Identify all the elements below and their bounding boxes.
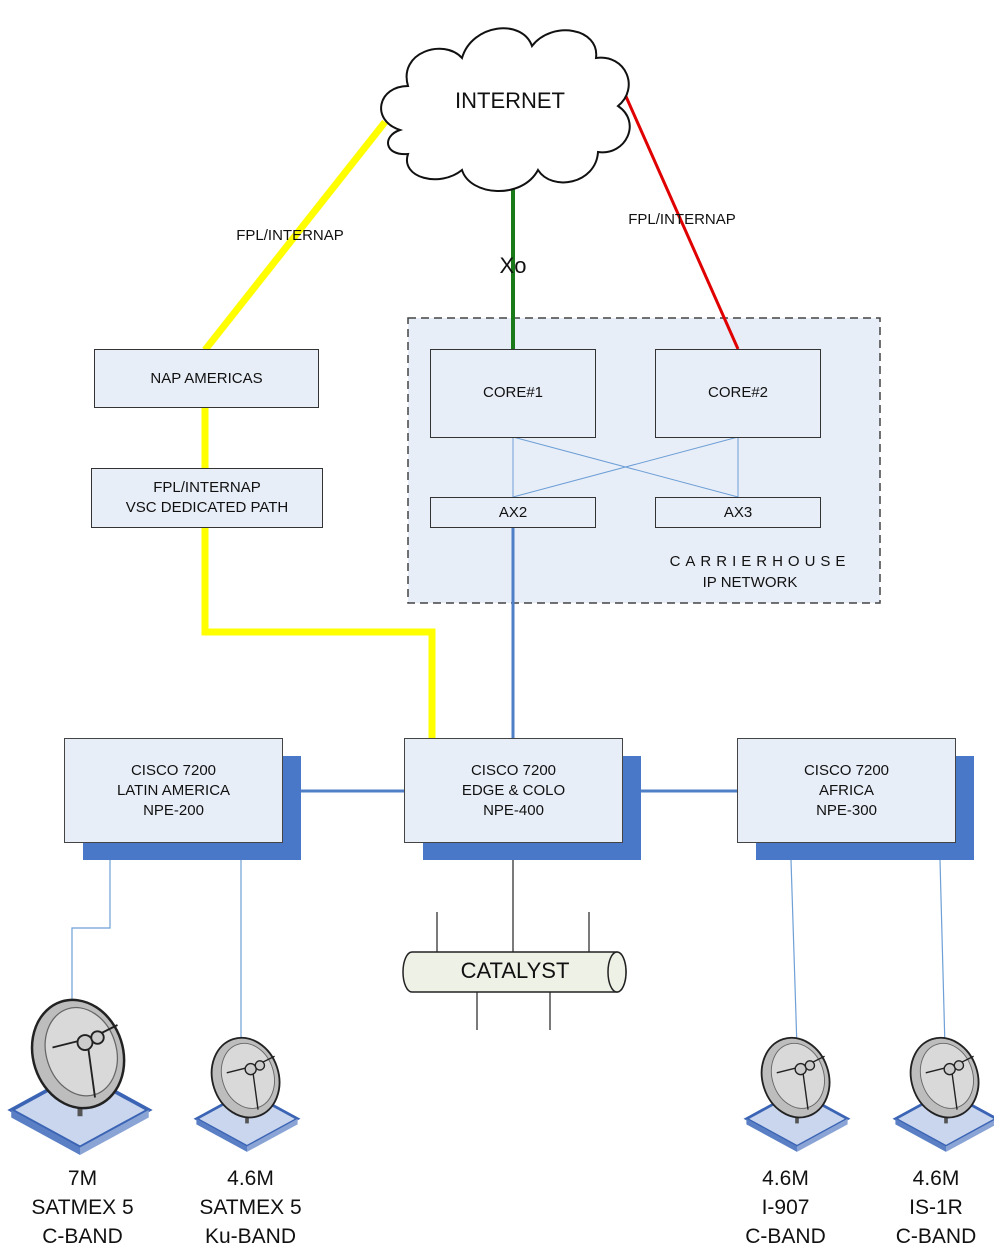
ax2-label: AX2 xyxy=(498,504,528,521)
satellite-dish-1-icon xyxy=(7,998,153,1155)
router-africa-line1: CISCO 7200 xyxy=(803,762,890,779)
satellite-dish-3-icon xyxy=(743,1036,851,1152)
router-edge-colo: CISCO 7200 EDGE & COLO NPE-400 xyxy=(404,738,623,843)
link-core2-ax2 xyxy=(512,436,739,498)
dish-1-satellite: SATMEX 5 xyxy=(31,1196,134,1219)
dish-3-labels: 4.6M I-907 C-BAND xyxy=(723,1164,848,1251)
dish-2-labels: 4.6M SATMEX 5 Ku-BAND xyxy=(178,1164,323,1251)
router-africa-line3: NPE-300 xyxy=(816,802,877,819)
router-latin-line2: LATIN AMERICA xyxy=(116,782,231,799)
dish-2-size: 4.6M xyxy=(227,1167,274,1190)
catalyst-label: CATALYST xyxy=(460,958,570,983)
satellite-dish-2-icon xyxy=(193,1036,301,1152)
vsc-path-line1: FPL/INTERNAP xyxy=(153,479,261,496)
core1-box: CORE#1 xyxy=(430,349,596,438)
yellow-link-vsc-edge xyxy=(201,528,436,738)
right-link-label: FPL/INTERNAP xyxy=(628,211,736,228)
xo-link-label: Xo xyxy=(499,253,527,278)
vsc-path-box: FPL/INTERNAP VSC DEDICATED PATH xyxy=(91,468,323,528)
feed-africa-dish4 xyxy=(939,859,946,1049)
router-edge-line2: EDGE & COLO xyxy=(461,782,566,799)
dish-3-satellite: I-907 xyxy=(761,1196,810,1219)
dish-3-size: 4.6M xyxy=(762,1167,809,1190)
dish-4-band: C-BAND xyxy=(895,1225,977,1248)
dishes-layer xyxy=(7,998,994,1155)
core2-box: CORE#2 xyxy=(655,349,821,438)
dish-1-band: C-BAND xyxy=(42,1225,123,1248)
left-link-label: FPL/INTERNAP xyxy=(236,227,344,244)
carrierhouse-subtitle: IP NETWORK xyxy=(702,574,798,591)
satellite-dish-4-icon xyxy=(892,1036,994,1152)
router-africa-line2: AFRICA xyxy=(818,782,874,799)
router-latin-america: CISCO 7200 LATIN AMERICA NPE-200 xyxy=(64,738,283,843)
yellow-link-internet-nap xyxy=(202,119,388,353)
internet-label: INTERNET xyxy=(455,88,565,113)
core2-label: CORE#2 xyxy=(707,384,769,401)
red-link-internet-core2 xyxy=(622,91,740,350)
dish-2-band: Ku-BAND xyxy=(204,1225,297,1248)
dish-1-labels: 7M SATMEX 5 C-BAND xyxy=(10,1164,155,1251)
router-edge-line3: NPE-400 xyxy=(483,802,544,819)
dish-3-band: C-BAND xyxy=(745,1225,826,1248)
nap-americas-label: NAP AMERICAS xyxy=(150,370,263,387)
router-africa: CISCO 7200 AFRICA NPE-300 xyxy=(737,738,956,843)
router-latin-line3: NPE-200 xyxy=(143,802,204,819)
vsc-path-line2: VSC DEDICATED PATH xyxy=(125,499,289,516)
dish-4-satellite: IS-1R xyxy=(909,1196,963,1219)
feed-africa-dish3 xyxy=(790,859,798,1049)
dish-4-size: 4.6M xyxy=(912,1167,960,1190)
internet-cloud xyxy=(380,27,631,192)
dish-1-size: 7M xyxy=(67,1167,98,1190)
nap-americas-box: NAP AMERICAS xyxy=(94,349,319,408)
router-edge-line1: CISCO 7200 xyxy=(470,762,557,779)
dish-2-satellite: SATMEX 5 xyxy=(199,1196,302,1219)
ax2-box: AX2 xyxy=(430,497,596,528)
router-latin-line1: CISCO 7200 xyxy=(130,762,217,779)
core1-label: CORE#1 xyxy=(482,384,544,401)
dish-4-labels: 4.6M IS-1R C-BAND xyxy=(880,1164,992,1251)
ax3-box: AX3 xyxy=(655,497,821,528)
ax3-label: AX3 xyxy=(723,504,753,521)
feed-latin-dish1 xyxy=(71,860,111,1018)
carrierhouse-title: CARRIERHOUSE xyxy=(669,553,851,570)
catalyst-cylinder xyxy=(402,951,627,993)
